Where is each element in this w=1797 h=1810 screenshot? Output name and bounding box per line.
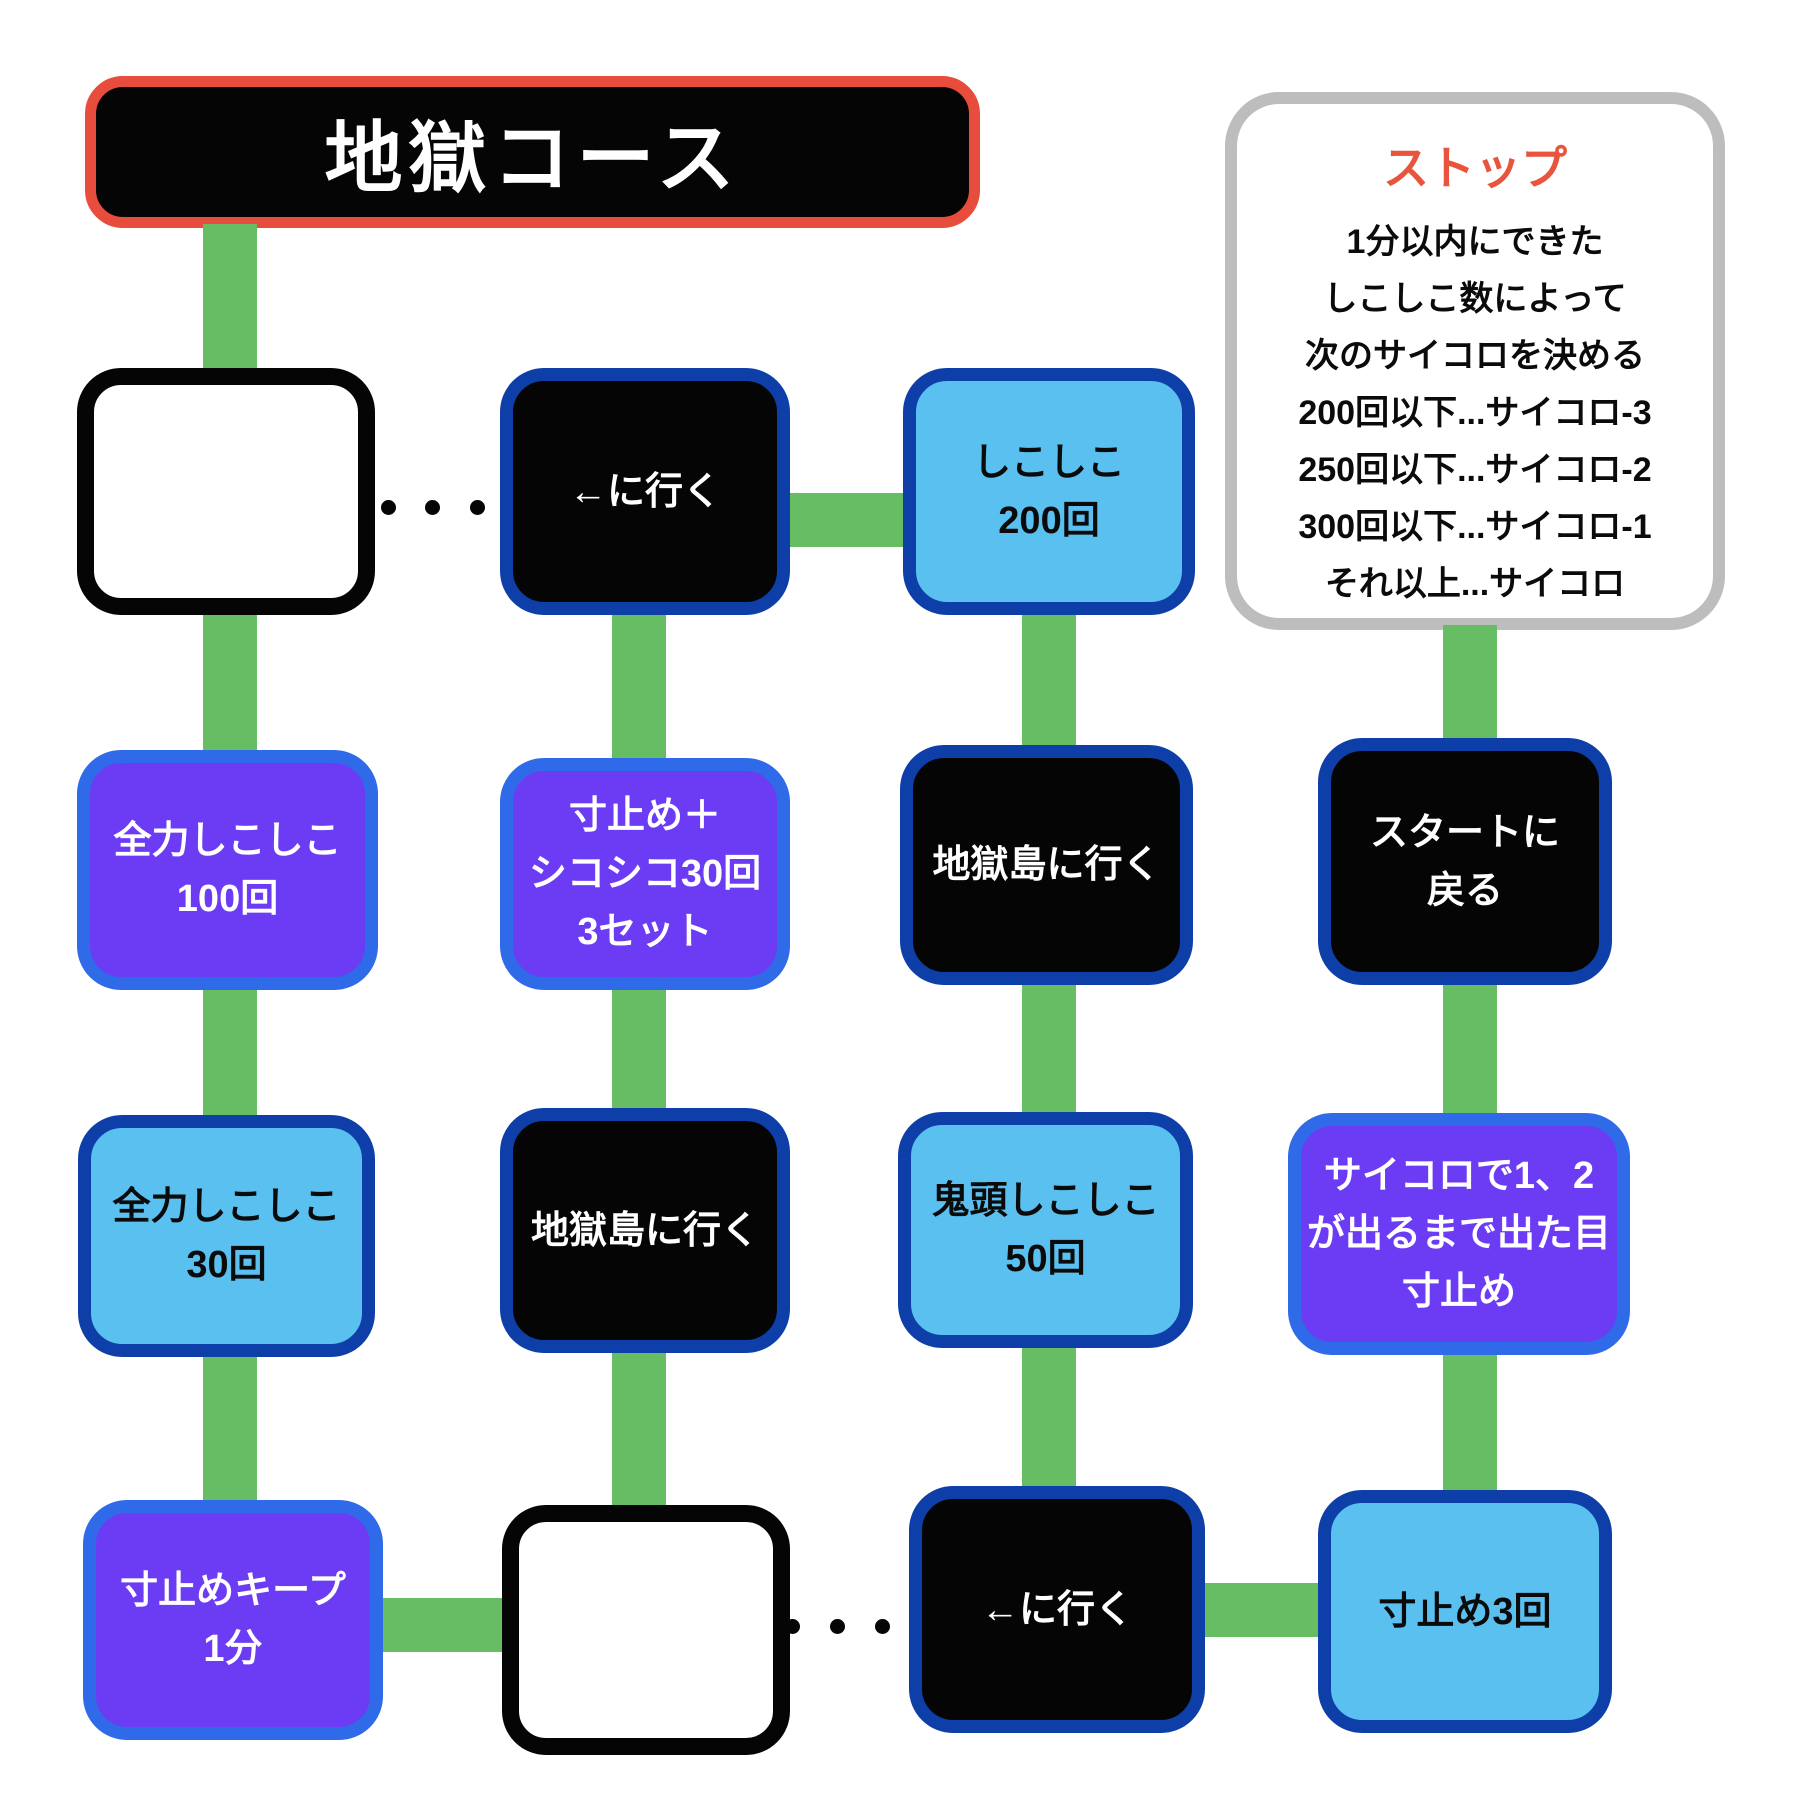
node-label: 寸止め＋ シコシコ30回 3セット [513,787,777,961]
node-r2c3: 地獄島に行く [900,745,1193,985]
node-label-line: ←に行く [568,470,721,513]
stop-rule-line: 次のサイコロを決める [1305,337,1645,375]
stop-rule-line: それ以上...サイコロ [1324,565,1626,603]
node-label-line: ←に行く [980,1588,1133,1631]
node-label-line: が出るまで出た目 [1306,1213,1611,1255]
path-connector [1022,980,1076,1117]
node-label-line: 地獄島に行く [932,844,1161,886]
node-label-line: スタートに [1369,811,1560,854]
node-label-line: 寸止め [1401,1271,1516,1313]
path-connector [1022,1343,1076,1491]
node-label-line: 寸止め3回 [1378,1590,1552,1633]
path-dot [830,1619,845,1634]
node-r1c1-blank [77,368,375,615]
path-connector [1022,610,1076,750]
stop-rule-line: 1分以内にできた [1346,223,1604,261]
node-label-line: サイコロで1、2 [1323,1155,1595,1197]
node-r3c1: 全力しこしこ 30回 [78,1115,375,1357]
node-label: 寸止めキープ 1分 [96,1562,370,1678]
node-r4c3-go-left: ←に行く [909,1486,1205,1733]
node-r4c4: 寸止め3回 [1318,1490,1612,1733]
node-label-line: 寸止めキープ [120,1570,346,1612]
node-r4c2-blank [502,1505,790,1755]
path-connector [1443,1350,1497,1495]
node-label: スタートに戻る [1331,804,1599,920]
path-connector [612,985,666,1113]
path-connector [1443,625,1497,743]
path-connector [612,1348,666,1510]
path-dot [381,500,396,515]
course-title: 地獄コース [85,76,980,228]
node-label: ←に行く [922,1581,1192,1639]
stop-rule-line: 300回以下...サイコロ-1 [1298,508,1652,546]
node-r4c1: 寸止めキープ 1分 [83,1500,383,1740]
path-connector [203,224,257,372]
node-label: 全力しこしこ 30回 [91,1178,362,1294]
path-connector [1443,980,1497,1118]
node-r1c2-go-left: ←に行く [500,368,790,615]
node-label-line: 鬼頭しこしこ [931,1180,1160,1222]
node-label: 鬼頭しこしこ 50回 [911,1172,1180,1288]
node-label-line: 200回 [998,499,1100,542]
path-dot [425,500,440,515]
stop-panel-heading: ストップ [1383,142,1567,194]
path-connector [203,1352,257,1505]
node-r2c4: スタートに戻る [1318,738,1612,985]
course-title-text: 地獄コース [324,114,741,202]
stop-rule-line: 200回以下...サイコロ-3 [1298,394,1652,432]
node-label-line: 地獄島に行く [530,1209,759,1252]
node-label-line: しこしこ [972,441,1125,484]
node-label-line: 寸止め＋ [568,795,721,837]
node-label-line: 戻る [1426,869,1503,912]
path-dot [470,500,485,515]
node-label: 地獄島に行く [913,836,1180,894]
node-label-line: 100回 [176,878,279,920]
path-connector [380,1598,504,1652]
node-label-line: 全力しこしこ [112,1186,341,1228]
node-label: しこしこ 200回 [916,434,1182,550]
node-label: 全力しこしこ 100回 [90,812,365,928]
path-connector [203,610,257,755]
node-r2c1: 全力しこしこ 100回 [77,750,378,990]
node-label: 寸止め3回 [1331,1583,1599,1641]
node-label-line: 30回 [186,1244,267,1286]
node-r3c3: 鬼頭しこしこ 50回 [898,1112,1193,1348]
path-connector [612,610,666,763]
node-label-line: 全力しこしこ [113,820,342,862]
node-label: サイコロで1、2 が出るまで出た目寸止め [1301,1147,1617,1321]
node-r3c4: サイコロで1、2 が出るまで出た目寸止め [1288,1113,1630,1355]
node-label-line: シコシコ30回 [528,853,762,895]
node-label: 地獄島に行く [513,1202,777,1260]
stop-rule-line: しこしこ数によって [1323,280,1627,318]
stop-panel-rules: 1分以内にできたしこしこ数によって次のサイコロを決める 200回以下...サイコロ… [1237,214,1713,613]
node-label: ←に行く [513,463,777,521]
node-r3c2: 地獄島に行く [500,1108,790,1353]
path-connector [203,985,257,1120]
path-dot [785,1619,800,1634]
node-label-line: 3セット [577,911,713,953]
path-connector [1202,1583,1322,1637]
node-r1c3: しこしこ 200回 [903,368,1195,615]
node-label-line: 1分 [203,1628,263,1670]
path-dot [875,1619,890,1634]
node-r2c2: 寸止め＋ シコシコ30回 3セット [500,758,790,990]
path-connector [788,493,906,547]
stop-panel: ストップ 1分以内にできたしこしこ数によって次のサイコロを決める 200回以下..… [1225,92,1725,630]
stop-rule-line: 250回以下...サイコロ-2 [1298,451,1652,489]
node-label-line: 50回 [1005,1238,1086,1280]
